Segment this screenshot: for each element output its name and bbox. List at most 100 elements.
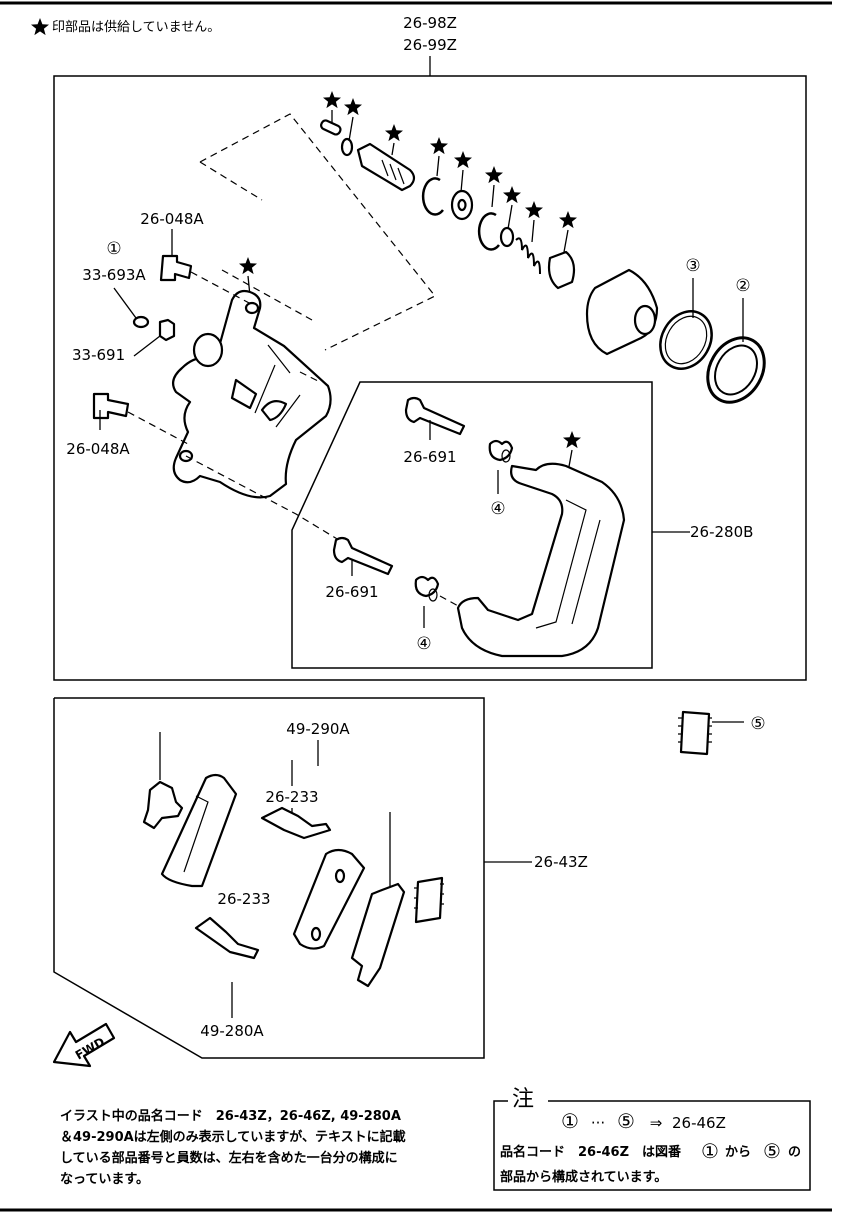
caliper-ribs xyxy=(254,344,301,428)
label-bracket: 26-280B xyxy=(690,523,753,541)
caliper-notch xyxy=(260,399,288,422)
footnote-line4: なっています。 xyxy=(60,1172,149,1187)
star-note-text: 印部品は供給していません。 xyxy=(52,20,220,35)
pad-wear-edge xyxy=(414,883,444,909)
label-guide-pin-upper: 26-691 xyxy=(403,448,456,466)
label-shim-inner: 49-280A xyxy=(200,1022,264,1040)
star-icon xyxy=(563,431,581,449)
note-line2-a: 品名コード 26-46Z は図番 xyxy=(500,1144,682,1160)
note-box-frame xyxy=(493,1100,811,1191)
fwd-arrow-icon xyxy=(52,1022,116,1068)
piston-parts xyxy=(320,119,766,404)
note-range-end: ⑤ xyxy=(617,1109,635,1133)
footnote-line1: イラスト中の品名コード 26-43Z，26-46Z, 49-280A xyxy=(60,1108,401,1124)
piston-seal-inner xyxy=(664,315,708,365)
label-grease: ⑤ xyxy=(750,714,765,734)
spindle-thread xyxy=(381,159,405,185)
note-range-code: 26-46Z xyxy=(672,1114,726,1132)
assembly-code-1: 26-98Z xyxy=(403,14,457,32)
star-icon xyxy=(485,166,503,184)
label-boot-upper: ④ xyxy=(490,499,505,519)
bleeder-screw xyxy=(158,318,176,342)
grease-pack-edge xyxy=(678,717,712,743)
bracket-box xyxy=(291,381,653,669)
note-range-sep: ··· xyxy=(591,1114,605,1132)
piston-outline-edge xyxy=(199,161,263,201)
star-icon xyxy=(559,211,577,229)
mounting-bolt-lower xyxy=(92,392,130,420)
piston-seal xyxy=(659,310,713,370)
note-box: 注 ① ··· ⑤ ⇒ 26-46Z 品名コード 26-46Z は図番 ① から… xyxy=(493,1087,811,1191)
note-line2-c: の xyxy=(788,1145,801,1160)
fwd-arrow: FWD xyxy=(52,1022,116,1068)
note-line2-num5: ⑤ xyxy=(763,1139,781,1163)
pin-boot-upper-ring xyxy=(501,449,511,463)
star-icon xyxy=(430,137,448,155)
pad-kit-box xyxy=(53,697,485,1059)
star-icon xyxy=(503,186,521,204)
star-icon xyxy=(525,201,543,219)
caliper-lever xyxy=(230,378,258,410)
inner-pad-edge xyxy=(183,795,209,873)
bracket-ribs xyxy=(535,499,601,629)
star-icon xyxy=(344,98,362,116)
pad-shim-small xyxy=(142,780,184,830)
label-bolt-lower: 26-048A xyxy=(66,440,130,458)
star-icon xyxy=(31,18,49,36)
pad-parts xyxy=(142,773,444,988)
label-pad-kit: 26-43Z xyxy=(534,853,588,871)
pin-boot-lower xyxy=(414,575,440,598)
note-line2-b: から xyxy=(725,1145,751,1160)
pad-shim-plate xyxy=(350,882,406,988)
caliper-port xyxy=(192,332,224,368)
bleeder-cap xyxy=(132,315,150,329)
star-marks xyxy=(239,91,581,449)
star-leaders xyxy=(247,110,573,473)
dust-boot xyxy=(706,336,766,404)
label-seal-3: ③ xyxy=(685,256,700,276)
grease-pack: ⑤ xyxy=(678,710,766,756)
washer-hole xyxy=(457,198,467,212)
leader-bleeder-cap xyxy=(113,287,137,319)
footnote: イラスト中の品名コード 26-43Z，26-46Z, 49-280A ＆49-2… xyxy=(60,1108,406,1187)
dust-pin xyxy=(320,119,342,136)
outer-pad-hole-2 xyxy=(310,926,322,942)
leader-bleeder-screw xyxy=(133,335,161,357)
spring-cover xyxy=(547,250,576,290)
label-clip-upper: 26-233 xyxy=(265,788,318,806)
note-title: 注 xyxy=(512,1087,534,1112)
o-ring-small xyxy=(340,137,354,157)
label-guide-pin-lower: 26-691 xyxy=(325,583,378,601)
footnote-line2: ＆49-290Aは左側のみ表示していますが、テキストに記載 xyxy=(60,1129,406,1145)
note-range-start: ① xyxy=(561,1109,579,1133)
dust-boot-inner xyxy=(714,344,758,396)
star-icon xyxy=(385,124,403,142)
label-bleeder-cap-num: ① xyxy=(106,239,121,259)
washer-small xyxy=(499,226,515,248)
caliper-body xyxy=(171,289,332,499)
adjuster-spindle xyxy=(356,142,416,192)
grease-pack-icon xyxy=(679,710,711,756)
label-seal-2: ② xyxy=(735,276,750,296)
bracket-parts xyxy=(332,396,626,658)
inner-brake-pad xyxy=(160,773,238,888)
assembly-code-2: 26-99Z xyxy=(403,36,457,54)
snap-ring-2 xyxy=(477,212,500,251)
label-bleeder-screw: 33-691 xyxy=(72,346,125,364)
label-shim-outer: 49-290A xyxy=(286,720,350,738)
footnote-line3: している部品番号と員数は、左右を含めた一台分の構成に xyxy=(60,1150,398,1166)
label-bleeder-cap: 33-693A xyxy=(82,266,146,284)
pin-boot-upper xyxy=(488,439,514,462)
caliper-assembly-box xyxy=(53,75,807,681)
note-line3: 部品から構成されています。 xyxy=(500,1169,667,1185)
spring xyxy=(515,237,541,275)
pin-boot-lower-ring xyxy=(428,588,438,602)
label-clip-lower: 26-233 xyxy=(217,890,270,908)
guide-pin-lower xyxy=(332,536,394,576)
label-bolt-upper: 26-048A xyxy=(140,210,204,228)
pad-wear-indicator xyxy=(414,876,444,924)
star-icon xyxy=(323,91,341,109)
label-boot-lower: ④ xyxy=(416,634,431,654)
snap-ring xyxy=(421,177,444,216)
